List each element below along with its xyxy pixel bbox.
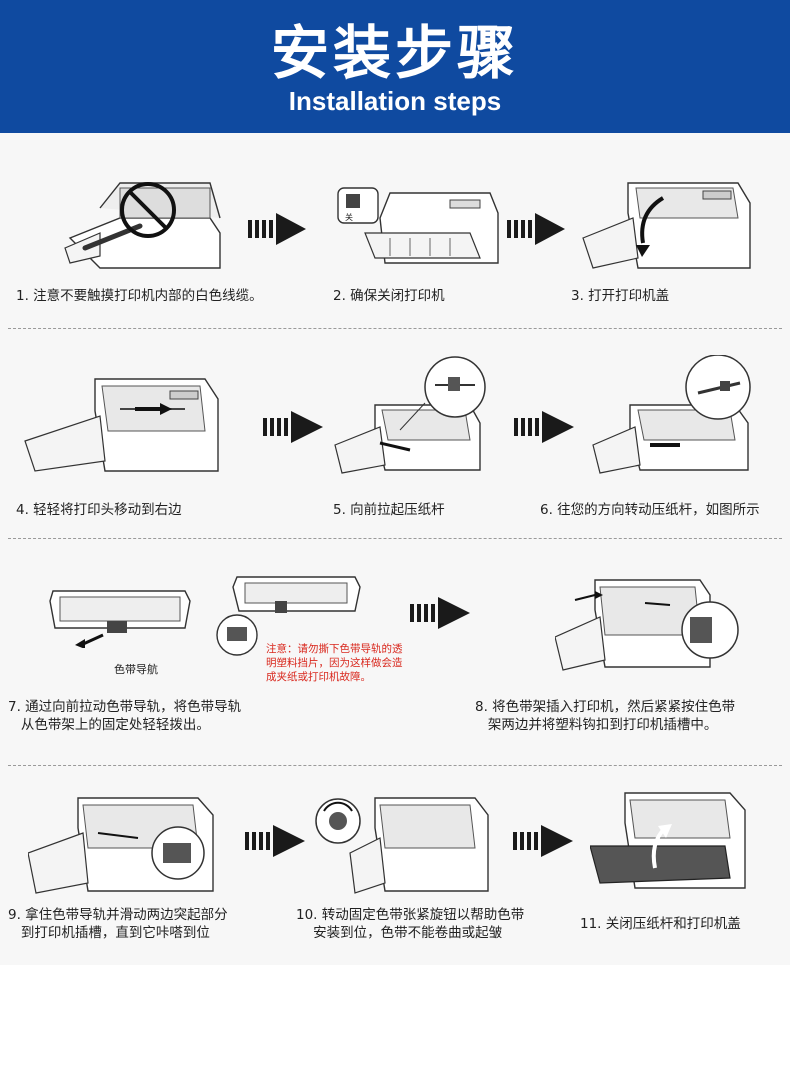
divider [8,328,782,329]
ribbon-cartridge-icon [49,590,191,648]
step-7-guide-illustration [215,573,365,663]
step-5-caption: 5. 向前拉起压纸杆 [333,502,445,518]
step-7-caption: 7. 通过向前拉动色带导轨，将色带导轨 从色带架上的固定处轻轻拨出。 [8,699,242,733]
page-subtitle: Installation steps [288,86,502,116]
step-9-caption: 9. 拿住色带导轨并滑动两边突起部分 到打印机插槽，直到它咔嗒到位 [8,907,228,941]
arrow-right-icon [514,411,574,443]
printer-no-touch-icon [64,182,221,269]
step-3-caption: 3. 打开打印机盖 [571,288,670,304]
ribbon-guide-label: 色带导航 [114,663,158,676]
ribbon-guide-removed-icon [216,576,361,656]
step-6-caption: 6. 往您的方向转动压纸杆，如图所示 [540,502,760,518]
printer-power-off-icon: 关 [337,187,499,264]
arrow-right-icon [507,213,565,245]
switch-label: 关 [345,212,353,222]
step-9-illustration [28,793,228,898]
printer-turn-knob-icon [315,797,489,894]
step-10-illustration [310,793,495,898]
step-7-ribbon-illustration [45,583,195,648]
step-5-illustration [330,355,505,480]
step-2-caption: 2. 确保关闭打印机 [333,288,445,304]
step-3-illustration [578,173,758,278]
arrow-right-icon [245,825,305,857]
divider [8,765,782,766]
step-2-illustration: 关 [330,178,505,278]
step-4-caption: 4. 轻轻将打印头移动到右边 [16,502,182,518]
steps-area: 关 1. 注意不要触摸打印机内部的白色线缆。 2. 确保关闭打印机 3. 打开打… [0,133,790,965]
step-11-illustration [590,788,760,898]
warning-note: 注意：请勿撕下色带导轨的透 明塑料挡片，因为这样做会造 成夹纸或打印机故障。 [266,643,403,683]
printer-pull-lever-icon [334,356,486,474]
printer-insert-ribbon-icon [555,579,739,671]
step-8-illustration [555,575,740,675]
printer-move-head-icon [24,378,219,472]
arrow-right-icon [410,597,470,629]
page-title: 安装步骤 [270,19,519,87]
step-1-illustration [60,178,230,278]
header-banner: 安装步骤 Installation steps [0,0,790,133]
printer-slide-guide-icon [28,797,214,894]
arrow-right-icon [263,411,323,443]
step-6-illustration [590,355,775,480]
step-4-illustration [20,371,230,481]
divider [8,538,782,539]
arrow-right-icon [513,825,573,857]
step-8-caption: 8. 将色带架插入打印机，然后紧紧按住色带 架两边并将塑料钩扣到打印机插槽中。 [475,699,736,733]
printer-open-cover-icon [582,182,751,269]
step-10-caption: 10. 转动固定色带张紧旋钮以帮助色带 安装到位，色带不能卷曲或起皱 [296,907,525,941]
printer-rotate-lever-icon [592,355,751,474]
step-11-caption: 11. 关闭压纸杆和打印机盖 [580,916,741,932]
step-1-caption: 1. 注意不要触摸打印机内部的白色线缆。 [16,288,263,304]
arrow-right-icon [248,213,306,245]
printer-close-cover-icon [590,792,746,889]
